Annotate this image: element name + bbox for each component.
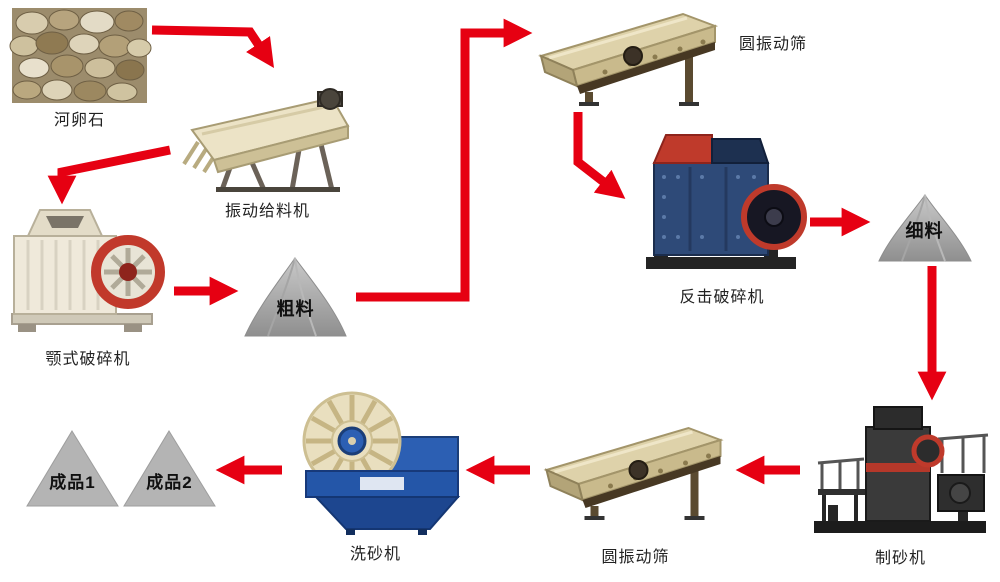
product-triangle-icon xyxy=(123,430,216,507)
sand-maker-label: 制砂机 xyxy=(874,550,927,567)
node-product-2: 成品2 xyxy=(122,428,217,508)
fine-pile-icon xyxy=(878,194,972,262)
node-coarse-material: 粗料 xyxy=(238,255,353,340)
arrow-pebbles-to-feeder xyxy=(151,25,274,68)
sand-washer-icon xyxy=(302,391,461,535)
feeder-label: 振动给料机 xyxy=(224,203,311,220)
coarse-pile-icon xyxy=(244,257,347,337)
fine-material-label: 细料 xyxy=(905,220,944,241)
node-screen-top: 圆振动筛 xyxy=(535,6,806,108)
node-product-1: 成品1 xyxy=(25,428,120,508)
product-triangle-icon xyxy=(26,430,119,507)
product-2-label: 成品2 xyxy=(146,472,193,492)
sand-maker-icon xyxy=(814,406,989,533)
node-pebbles: 河卵石 xyxy=(9,8,152,129)
arrow-coarse-to-screen-top xyxy=(356,18,533,302)
jaw-crusher-icon xyxy=(11,209,165,332)
circular-screen-icon xyxy=(538,12,719,106)
screen-bottom-label: 圆振动筛 xyxy=(601,549,670,566)
sand-washer-label: 洗砂机 xyxy=(349,546,402,563)
river-pebbles-image xyxy=(9,8,152,103)
node-jaw-crusher: 颚式破碎机 xyxy=(8,196,168,368)
node-sand-washer: 洗砂机 xyxy=(288,385,463,563)
circular-screen-icon xyxy=(543,426,724,520)
arrow-screen-top-to-impact xyxy=(573,112,626,199)
node-feeder: 振动给料机 xyxy=(180,82,355,220)
node-fine-material: 细料 xyxy=(872,192,977,264)
node-screen-bottom: 圆振动筛 xyxy=(538,420,733,566)
arrow-feeder-to-jaw xyxy=(47,145,171,205)
vibrating-feeder-icon xyxy=(182,88,350,192)
pebbles-label: 河卵石 xyxy=(53,112,106,129)
screen-top-label: 圆振动筛 xyxy=(739,35,808,53)
coarse-material-label: 粗料 xyxy=(276,299,315,320)
impact-crusher-label: 反击破碎机 xyxy=(679,289,765,306)
impact-crusher-icon xyxy=(646,134,807,269)
jaw-crusher-label: 颚式破碎机 xyxy=(45,351,131,368)
node-impact-crusher: 反击破碎机 xyxy=(638,115,807,306)
product-1-label: 成品1 xyxy=(49,472,96,492)
node-sand-maker: 制砂机 xyxy=(808,393,993,567)
